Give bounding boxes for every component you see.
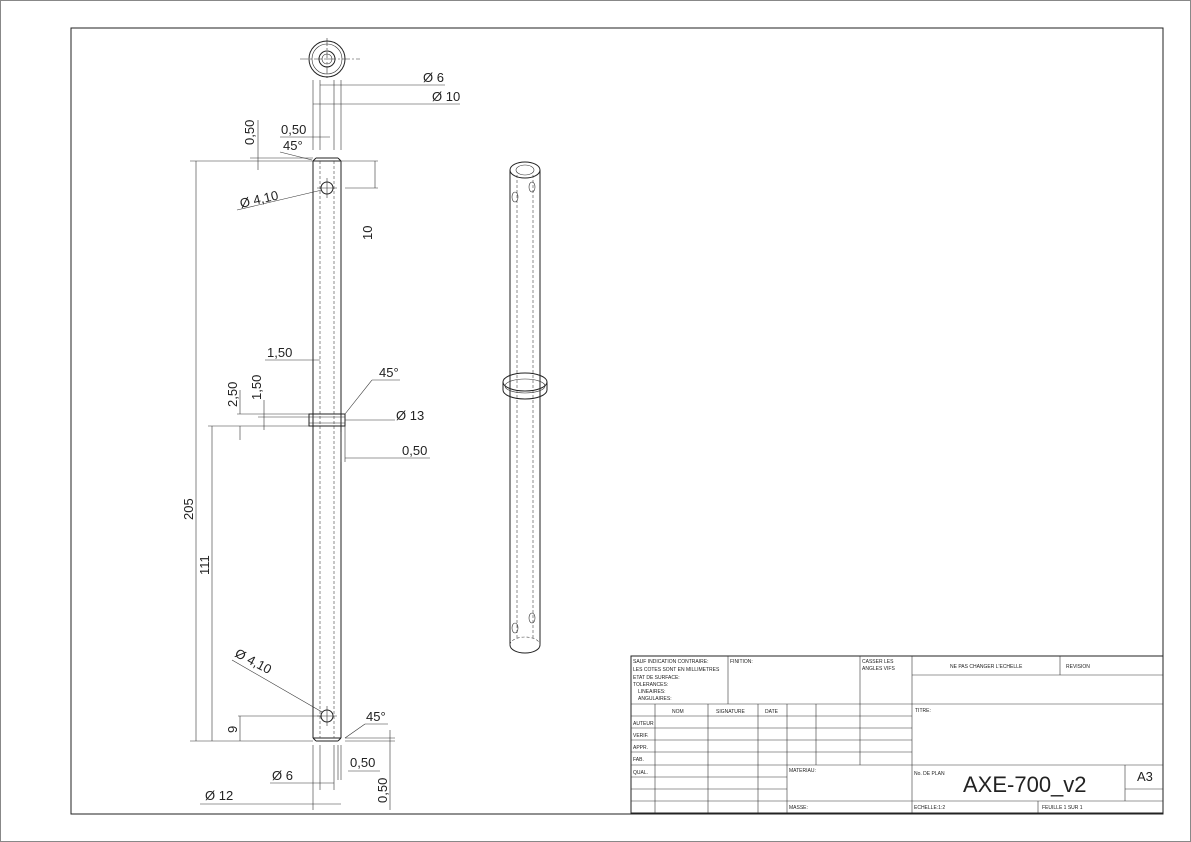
dim-d13: Ø 13 bbox=[396, 408, 424, 423]
drawing-border bbox=[70, 27, 1164, 815]
row-verif: VERIF. bbox=[633, 733, 649, 739]
materiau-label: MATERIAU: bbox=[789, 768, 816, 774]
dim-chamfer-horiz-top: 0,50 bbox=[281, 122, 306, 137]
note-line-5: LINEAIRES: bbox=[638, 689, 666, 695]
finition-label: FINITION: bbox=[730, 659, 753, 665]
note-line-2: LES COTES SONT EN MILLIMETRES bbox=[633, 667, 720, 673]
dim-d12-bot: Ø 12 bbox=[205, 788, 233, 803]
end-view bbox=[300, 38, 360, 80]
dim-len-050-bot: 0,50 bbox=[350, 755, 375, 770]
echelle-label: ECHELLE:1:2 bbox=[914, 805, 945, 811]
revision-label: REVISION bbox=[1066, 664, 1090, 670]
dim-d10-top: Ø 10 bbox=[432, 89, 460, 104]
note-line-6: ANGULAIRES: bbox=[638, 696, 672, 702]
no-plan-label: No. DE PLAN bbox=[914, 771, 945, 777]
dim-len-050-mid: 0,50 bbox=[402, 443, 427, 458]
casser-label-2: ANGLES VIFS bbox=[862, 666, 895, 672]
dim-len-111: 111 bbox=[197, 555, 212, 575]
title-block: SAUF INDICATION CONTRAIRE: LES COTES SON… bbox=[630, 655, 1164, 814]
note-line-1: SAUF INDICATION CONTRAIRE: bbox=[633, 659, 708, 665]
dim-len-9: 9 bbox=[225, 726, 240, 733]
row-appr: APPR. bbox=[633, 745, 648, 751]
dim-len-250: 2,50 bbox=[225, 382, 240, 407]
dim-len-050-bot-vert: 0,50 bbox=[375, 778, 390, 803]
col-nom: NOM bbox=[672, 709, 684, 715]
casser-label-1: CASSER LES bbox=[862, 659, 894, 665]
dim-chamfer-vert-top: 0,50 bbox=[242, 120, 257, 145]
feuille-label: FEUILLE 1 SUR 1 bbox=[1042, 805, 1083, 811]
dim-len-10: 10 bbox=[360, 226, 375, 240]
row-auteur: AUTEUR bbox=[633, 721, 654, 727]
note-line-3: ETAT DE SURFACE: bbox=[633, 675, 680, 681]
dim-angle-mid: 45° bbox=[379, 365, 399, 380]
dim-total-205: 205 bbox=[181, 498, 196, 520]
dim-angle-top: 45° bbox=[283, 138, 303, 153]
isometric-view bbox=[502, 161, 548, 654]
plan-number: AXE-700_v2 bbox=[963, 772, 1087, 797]
dim-d6-bot: Ø 6 bbox=[272, 768, 293, 783]
sheet-format: A3 bbox=[1137, 769, 1153, 784]
note-line-4: TOLERANCES: bbox=[633, 682, 668, 688]
dim-angle-bot: 45° bbox=[366, 709, 386, 724]
titre-label: TITRE: bbox=[915, 708, 931, 714]
col-date: DATE bbox=[765, 709, 779, 715]
masse-label: MASSE: bbox=[789, 805, 808, 811]
scale-warning: NE PAS CHANGER L'ECHELLE bbox=[950, 664, 1023, 670]
col-signature: SIGNATURE bbox=[716, 709, 745, 715]
dim-len-150: 1,50 bbox=[267, 345, 292, 360]
row-fab: FAB. bbox=[633, 757, 644, 763]
dim-len-150-vert: 1,50 bbox=[249, 375, 264, 400]
dim-d6-top: Ø 6 bbox=[423, 70, 444, 85]
row-qual: QUAL. bbox=[633, 770, 648, 776]
